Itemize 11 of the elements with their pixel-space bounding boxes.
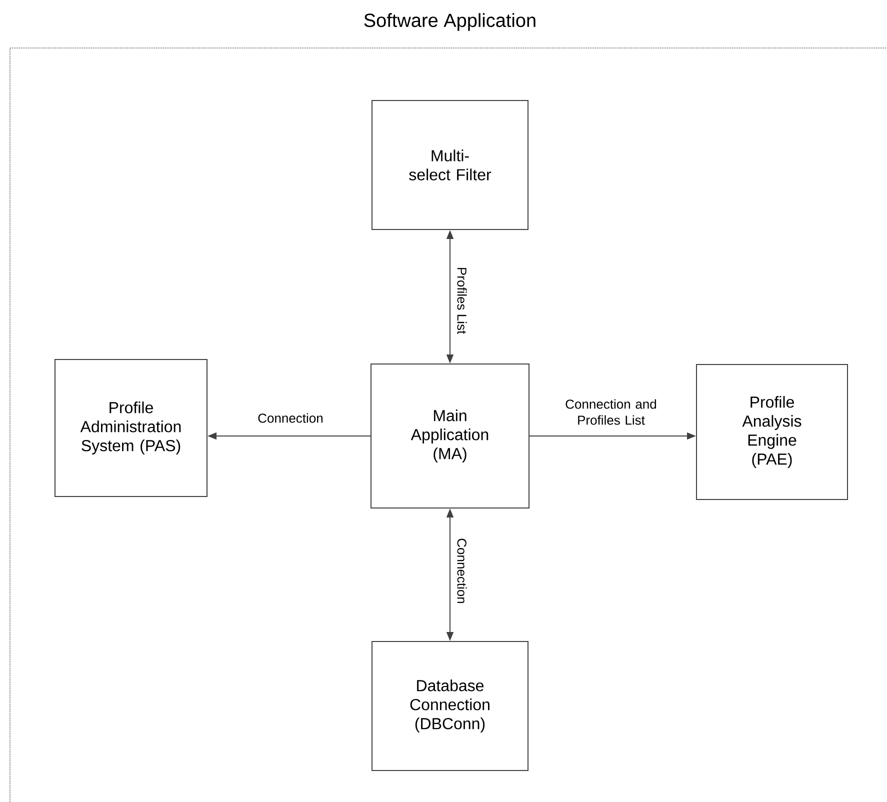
edge-label: Connection xyxy=(456,537,468,605)
process-box: Profile Analysis Engine (PAE) xyxy=(696,364,848,500)
edge-label: Connection and Profiles List xyxy=(566,399,656,425)
process-box: Multi-select Filter xyxy=(372,100,528,230)
edge-label: Profiles List xyxy=(456,266,468,336)
frame-title: Software Application xyxy=(364,13,536,31)
process-box: Main Application (MA) xyxy=(370,364,530,508)
process-box: Database Connection (DBConn) xyxy=(372,641,528,771)
process-box: Profile Administration System (PAS) xyxy=(54,359,208,497)
frame xyxy=(10,48,887,802)
edge-label: Connection xyxy=(258,413,323,423)
